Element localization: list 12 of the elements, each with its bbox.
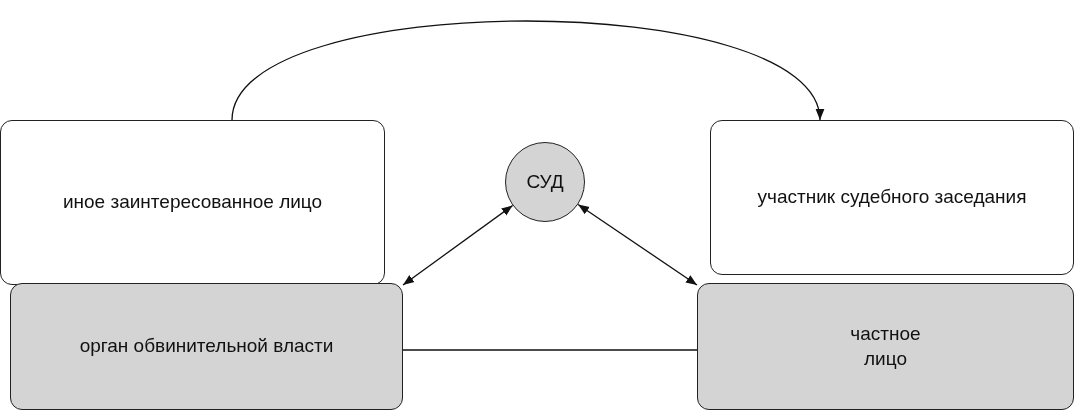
rounded-box bbox=[697, 283, 1074, 410]
node-label: орган обвинительной власти bbox=[79, 334, 334, 359]
arrow bbox=[402, 204, 514, 286]
connector-line bbox=[402, 349, 698, 351]
node-label: СУД bbox=[526, 169, 564, 194]
node-label: частное лицо bbox=[849, 321, 922, 371]
arrow bbox=[577, 203, 698, 286]
rounded-box bbox=[10, 283, 403, 410]
node-label: участник судебного заседания bbox=[757, 185, 1027, 210]
rounded-box bbox=[710, 120, 1074, 275]
rounded-box bbox=[0, 120, 385, 285]
node-label: иное заинтересованное лицо bbox=[62, 190, 323, 215]
